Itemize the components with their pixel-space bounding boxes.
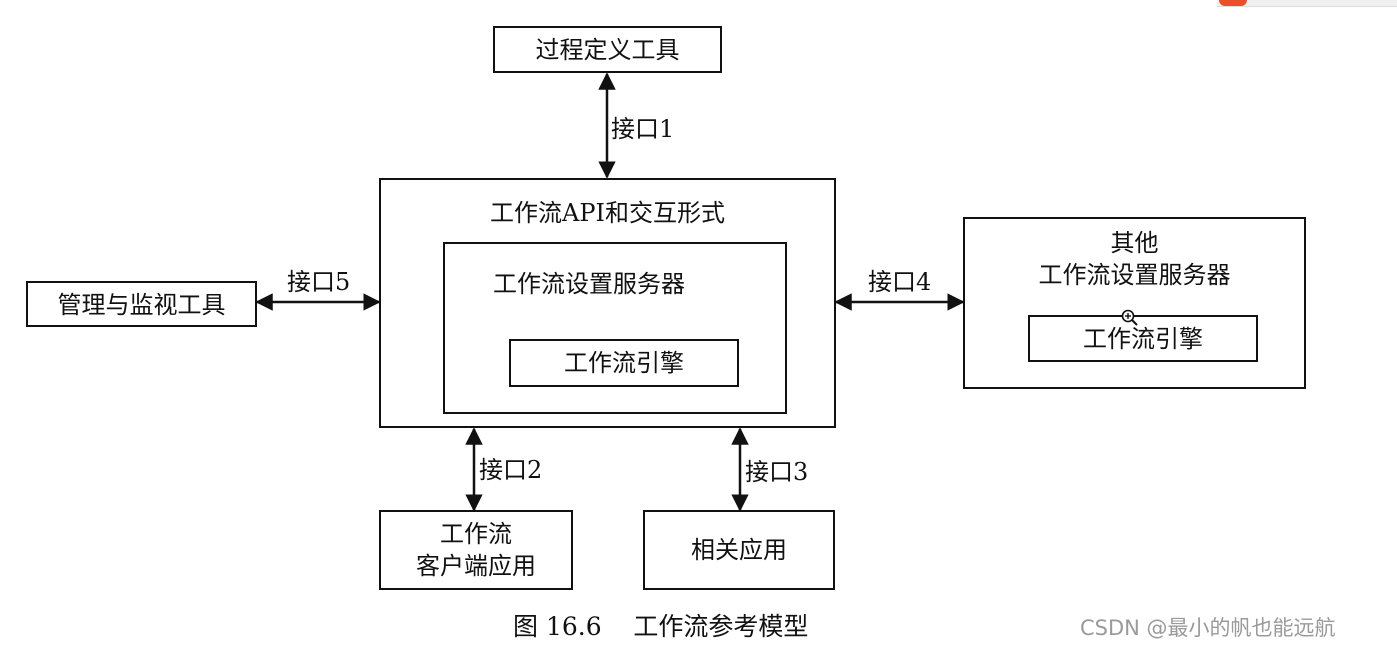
client-app-label-line2: 客户端应用: [416, 552, 536, 580]
process-definition-tool-box: 过程定义工具: [493, 26, 722, 73]
workflow-engine-label: 工作流引擎: [564, 349, 684, 377]
workflow-server-box: 工作流设置服务器: [443, 242, 787, 414]
csdn-watermark: CSDN @最小的帆也能远航: [1080, 616, 1336, 640]
figure-caption: 图 16.6 工作流参考模型: [513, 612, 809, 641]
workflow-engine-box: 工作流引擎: [509, 339, 739, 387]
admin-monitoring-tool-label: 管理与监视工具: [57, 291, 226, 319]
other-workflow-engine-label: 工作流引擎: [1083, 325, 1203, 353]
interface-2-label: 接口2: [479, 456, 543, 484]
workflow-client-app-box: 工作流 客户端应用: [379, 510, 573, 590]
interface-5-label: 接口5: [287, 268, 351, 296]
other-server-label-line2: 工作流设置服务器: [1038, 261, 1231, 289]
related-app-label: 相关应用: [691, 536, 787, 564]
window-corner-decoration: [1217, 0, 1397, 7]
zoom-cursor-icon: [1121, 309, 1138, 326]
admin-monitoring-tool-box: 管理与监视工具: [26, 281, 257, 327]
other-workflow-server-box: 其他 工作流设置服务器: [963, 217, 1306, 389]
workflow-api-label: 工作流API和交互形式: [490, 199, 725, 227]
other-server-label-line1: 其他: [1110, 229, 1159, 257]
process-definition-tool-label: 过程定义工具: [535, 36, 680, 64]
related-app-box: 相关应用: [643, 510, 835, 590]
interface-1-label: 接口1: [611, 115, 675, 143]
interface-4-label: 接口4: [868, 268, 932, 296]
other-workflow-engine-box: 工作流引擎: [1028, 315, 1258, 362]
workflow-server-label: 工作流设置服务器: [493, 270, 685, 298]
window-corner-accent: [1219, 0, 1247, 6]
interface-3-label: 接口3: [745, 458, 809, 486]
client-app-label-line1: 工作流: [440, 520, 512, 548]
